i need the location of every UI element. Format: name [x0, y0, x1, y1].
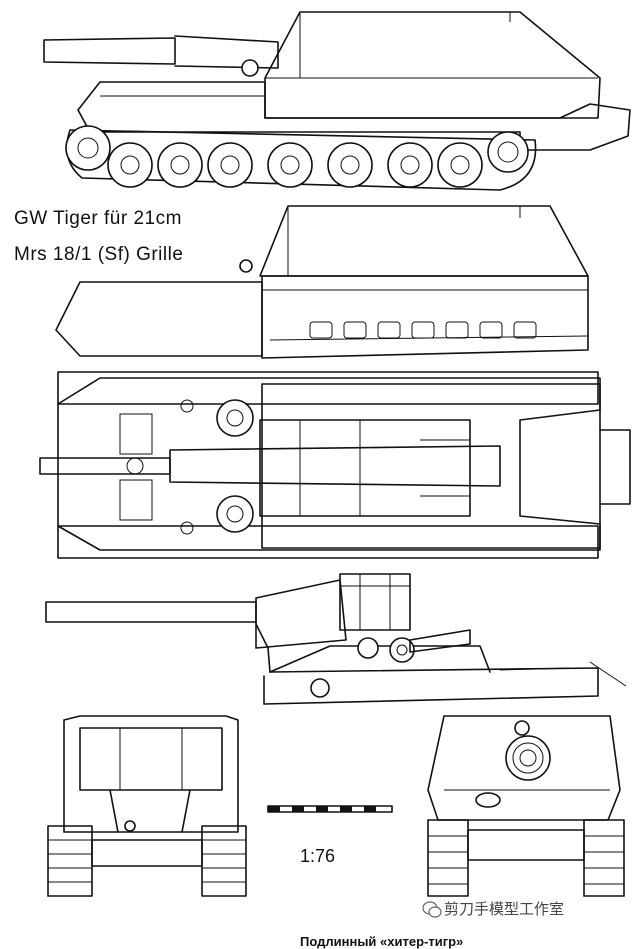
front-view [47, 715, 247, 897]
scale-bar [267, 805, 393, 813]
side-view-top [43, 11, 631, 191]
scale-label: 1:76 [300, 846, 336, 866]
title-line-2: Mrs 18/1 (Sf) Grille [14, 244, 184, 265]
rear-view [427, 715, 625, 897]
side-view-open [45, 573, 627, 705]
hull-ports [309, 321, 537, 339]
road-wheels [65, 125, 529, 188]
caption-text: Подлинный «хитер-тигр» [300, 934, 464, 949]
wechat-icon [422, 901, 442, 918]
plan-view [39, 371, 631, 559]
watermark-text: 剪刀手模型工作室 [444, 900, 565, 918]
title-line-1: GW Tiger für 21cm [14, 208, 182, 229]
top-view-upper [55, 205, 589, 359]
